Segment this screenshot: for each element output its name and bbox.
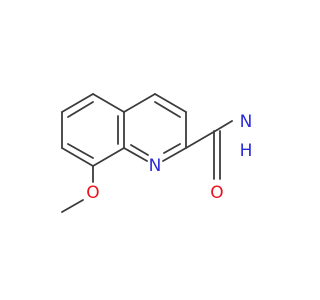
molecule-canvas: N N H O O (61, 93, 253, 213)
molecule-structure: N N H O O (61, 93, 253, 213)
atom-label-nitrogen-amide: N (240, 112, 253, 132)
bond (162, 147, 187, 162)
bond (61, 147, 94, 167)
bond-double-inner (163, 143, 181, 154)
atom-label-nitrogen-ring: N (149, 156, 162, 176)
bond (61, 93, 94, 113)
bond (123, 93, 156, 113)
bond (61, 199, 84, 213)
bond (92, 147, 125, 167)
bond (216, 120, 233, 131)
bond (123, 147, 148, 162)
bond-double-inner (130, 144, 149, 156)
bond (92, 93, 125, 113)
atom-label-hydrogen-amide: H (240, 141, 253, 161)
atom-label-oxygen-carbonyl: O (210, 183, 223, 203)
atom-label-oxygen-methoxy: O (86, 183, 99, 203)
bond (154, 93, 187, 113)
bond (185, 129, 218, 149)
bond-double-inner (67, 143, 94, 159)
bond-double-inner (154, 101, 181, 118)
bond-double-inner (67, 101, 94, 118)
